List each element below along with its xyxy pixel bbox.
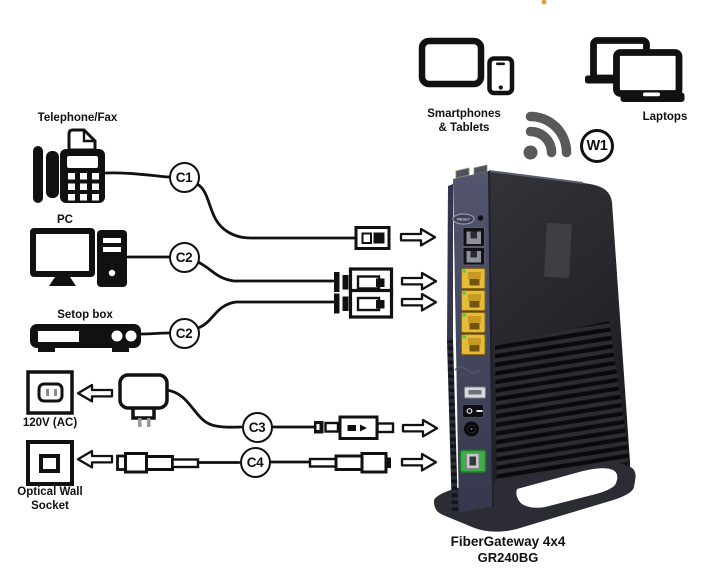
setop-box-label: Setop box — [57, 309, 113, 321]
left-arrow-icon — [76, 449, 114, 469]
reset-button[interactable] — [452, 213, 475, 225]
dc-plug-icon — [314, 415, 395, 440]
wifi-icon — [523, 111, 572, 160]
wireless-badge-w1: W1 — [580, 129, 614, 163]
optical-socket-label-line1: Optical Wall — [17, 486, 83, 498]
rj11-connector-icon — [354, 226, 391, 250]
cable-badge-c1: C1 — [168, 161, 200, 193]
image-artifact — [541, 0, 547, 5]
cable-c3 — [164, 388, 243, 429]
lan-port[interactable] — [461, 290, 486, 311]
smartphone-icon — [487, 56, 515, 96]
optical-socket-icon — [26, 440, 74, 486]
optical-socket-label-line2: Socket — [31, 499, 69, 512]
router-model-number: GR240BG — [477, 550, 539, 565]
router-sticker — [544, 222, 572, 279]
telephone-fax-label: Telephone/Fax — [37, 112, 118, 124]
cable-badge-c2-setopbox: C2 — [168, 317, 200, 349]
phone-port[interactable] — [462, 227, 485, 247]
tablet-icon — [418, 37, 485, 88]
fiber-port[interactable] — [459, 449, 487, 473]
phone-port[interactable] — [462, 247, 485, 266]
router-caption: FiberGateway 4x4 GR240BG — [408, 534, 608, 565]
smartphones-label-line1: Smartphones — [427, 108, 501, 120]
optical-connector-icon — [116, 452, 200, 474]
laptops-label: Laptops — [642, 111, 688, 123]
ac-outlet-label: 120V (AC) — [22, 417, 78, 429]
cable-badge-c2-pc: C2 — [168, 241, 200, 273]
smartphones-label-line2: & Tablets — [438, 121, 490, 134]
lan-port[interactable] — [461, 312, 486, 333]
right-arrow-icon — [399, 227, 437, 247]
usb-port[interactable] — [464, 386, 486, 399]
cable-c2-stb — [139, 331, 170, 336]
cable-c1 — [104, 171, 170, 179]
laptops-icon — [585, 37, 685, 102]
optical-socket-label: Optical Wall Socket — [5, 486, 95, 513]
router-image: RESET — [433, 164, 636, 532]
cable-badge-c3: C3 — [241, 411, 273, 443]
lan-port[interactable] — [461, 268, 486, 289]
power-jack[interactable] — [462, 420, 481, 438]
router-vents — [495, 321, 629, 505]
right-arrow-icon — [401, 418, 439, 438]
pc-label: PC — [57, 214, 73, 226]
smartphones-tablets-label: Smartphones & Tablets — [414, 108, 514, 135]
cable-c1 — [195, 182, 357, 240]
router-model-name: FiberGateway 4x4 — [450, 534, 566, 549]
cables — [104, 171, 357, 464]
pc-icon — [30, 228, 127, 287]
optical-connector-icon — [308, 452, 391, 474]
reset-label: RESET — [457, 217, 471, 222]
setop-box-icon — [30, 324, 141, 352]
ac-outlet-icon — [26, 370, 74, 415]
lan-port[interactable] — [461, 334, 486, 355]
cable-c2-stb — [196, 300, 335, 330]
telephone-fax-icon — [33, 128, 105, 203]
left-arrow-icon — [76, 383, 114, 403]
right-arrow-icon — [400, 271, 438, 291]
power-switch[interactable] — [462, 404, 484, 418]
rj45-connector-icon — [332, 288, 394, 319]
right-arrow-icon — [400, 292, 438, 312]
cable-badge-c4: C4 — [239, 446, 271, 478]
router-stand-hole — [516, 468, 618, 508]
right-arrow-icon — [400, 452, 438, 472]
power-adapter-icon — [118, 373, 169, 427]
cable-c2-pc — [196, 260, 335, 283]
